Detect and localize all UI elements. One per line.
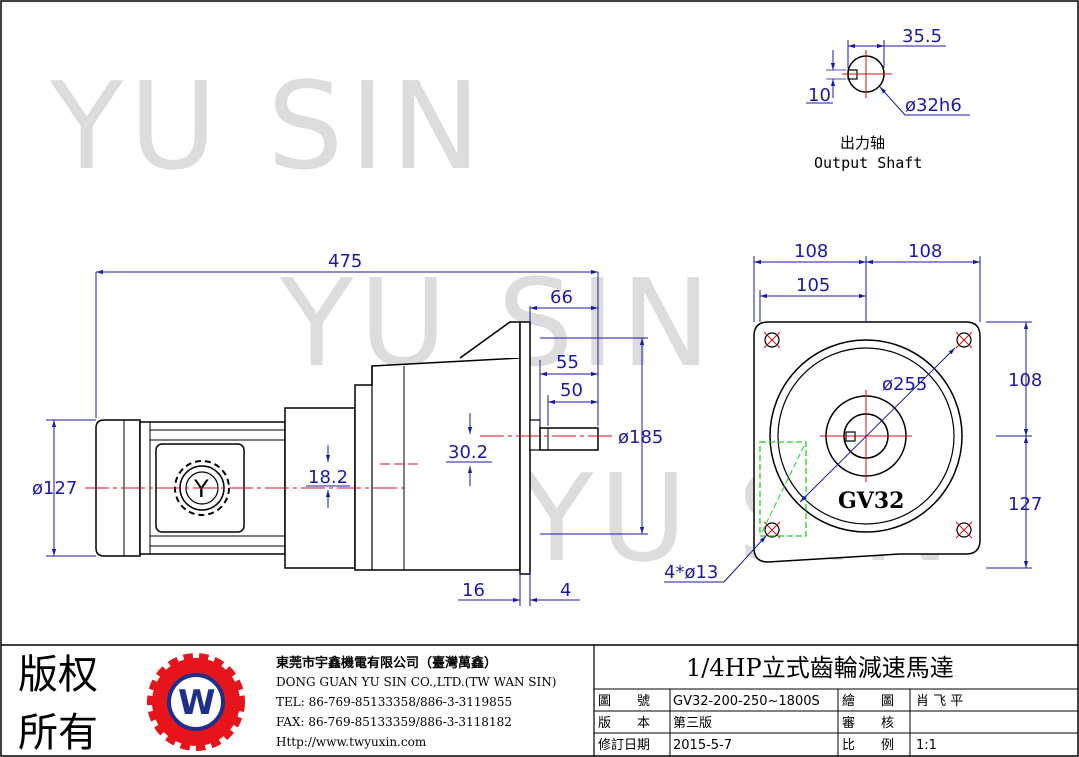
shaft-detail: 35.5 10 ø32h6 出力轴 Output Shaft <box>806 26 970 172</box>
mounting-flange <box>519 321 531 575</box>
mounting-hole-bl <box>763 521 781 539</box>
label-version: 版 本 <box>598 716 650 731</box>
dim-shaft-width: 35.5 <box>902 26 942 47</box>
output-shaft <box>539 427 599 451</box>
drawn-by: 肖 飞 平 <box>916 694 963 709</box>
front-view: GV32 ø255 108 108 105 108 127 4*ø13 <box>664 241 1042 583</box>
label-scale: 比 例 <box>842 738 894 753</box>
dim-18-2: 18.2 <box>308 467 348 488</box>
label-drawn-by: 繪 圖 <box>842 693 894 709</box>
company-logo: W <box>147 653 245 751</box>
version: 第三版 <box>673 716 712 731</box>
company-name-en: DONG GUAN YU SIN CO.,LTD.(TW WAN SIN) <box>276 675 556 689</box>
company-name-cn: 東莞市宇鑫機電有限公司（臺灣萬鑫） <box>276 655 497 671</box>
model-label: GV32 <box>838 488 904 514</box>
dim-total-length: 475 <box>328 251 362 272</box>
dim-16: 16 <box>462 580 485 601</box>
dim-108-right: 108 <box>908 241 942 262</box>
shaft-collar <box>529 419 541 451</box>
svg-text:W: W <box>178 683 216 723</box>
dim-127-vertical: 127 <box>1008 494 1042 515</box>
title-block: 版权 所有 W 東莞市宇鑫機電有限公司（臺灣萬鑫） DONG GUAN YU S… <box>1 644 1078 756</box>
company-tel: TEL: 86-769-85133358/886-3-3119855 <box>276 695 512 709</box>
dim-50: 50 <box>560 380 583 401</box>
flange-circle-outer <box>769 339 963 533</box>
shaft-label-en: Output Shaft <box>814 154 922 172</box>
dim-108-vertical: 108 <box>1008 370 1042 391</box>
drawing-no: GV32-200-250~1800S <box>673 694 820 709</box>
label-drawing-no: 圖 號 <box>598 694 650 709</box>
rights-line1: 版权 <box>18 652 98 698</box>
mounting-hole-tr <box>955 331 973 349</box>
motor-end-cap <box>95 419 141 557</box>
revised-date: 2015-5-7 <box>673 738 732 753</box>
watermark-top: YU SIN <box>49 58 487 197</box>
dim-motor-diameter: ø127 <box>32 478 77 499</box>
dim-4: 4 <box>560 580 571 601</box>
dim-mounting-holes: 4*ø13 <box>664 562 718 583</box>
side-view: Y 475 66 55 50 <box>32 251 663 606</box>
dim-shaft-key: 10 <box>808 85 831 106</box>
svg-text:Y: Y <box>193 475 209 503</box>
dim-flange-diameter: ø185 <box>618 427 663 448</box>
gearbox-housing <box>354 357 521 571</box>
dim-55: 55 <box>556 352 579 373</box>
mounting-hole-tl <box>763 331 781 349</box>
dim-66: 66 <box>550 287 573 308</box>
dim-108-left: 108 <box>794 241 828 262</box>
dim-offset: 30.2 <box>448 442 488 463</box>
dim-shaft-diameter: ø32h6 <box>905 95 962 116</box>
scale: 1:1 <box>916 738 937 753</box>
company-fax: FAX: 86-769-85133359/886-3-3118182 <box>276 715 512 729</box>
label-review: 審 核 <box>842 716 894 731</box>
shaft-label-cn: 出力轴 <box>840 134 885 152</box>
product-title: 1/4HP立式齒輪減速馬達 <box>686 654 954 682</box>
rights-line2: 所有 <box>18 710 98 756</box>
dim-pcd: ø255 <box>882 374 927 395</box>
dim-105: 105 <box>796 275 830 296</box>
label-revised-date: 修訂日期 <box>598 737 650 753</box>
company-web: Http://www.twyuxin.com <box>276 735 427 749</box>
mounting-hole-br <box>955 521 973 539</box>
